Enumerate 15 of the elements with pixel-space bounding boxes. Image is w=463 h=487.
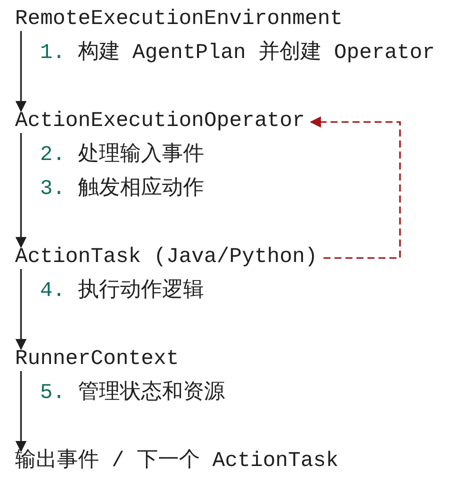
step-label: 输出事件 / 下一个 ActionTask [15,447,338,477]
edge-label: 1. 构建 AgentPlan 并创建 Operator [40,40,435,67]
feedback-arrow [310,116,401,259]
edge-label: 5. 管理状态和资源 [40,380,225,407]
arrow [15,133,27,248]
step-label: RemoteExecutionEnvironment [15,5,343,35]
step-label: RunnerContext [15,345,179,375]
step-label: ActionExecutionOperator [15,107,305,137]
arrow [15,31,27,112]
step-note: 3. 触发相应动作 [40,175,204,203]
arrow [15,371,27,452]
edge-label: 2. 处理输入事件 [40,142,204,169]
arrow [15,269,27,350]
edge-label: 4. 执行动作逻辑 [40,278,204,305]
step-label: ActionTask (Java/Python) [15,243,318,273]
